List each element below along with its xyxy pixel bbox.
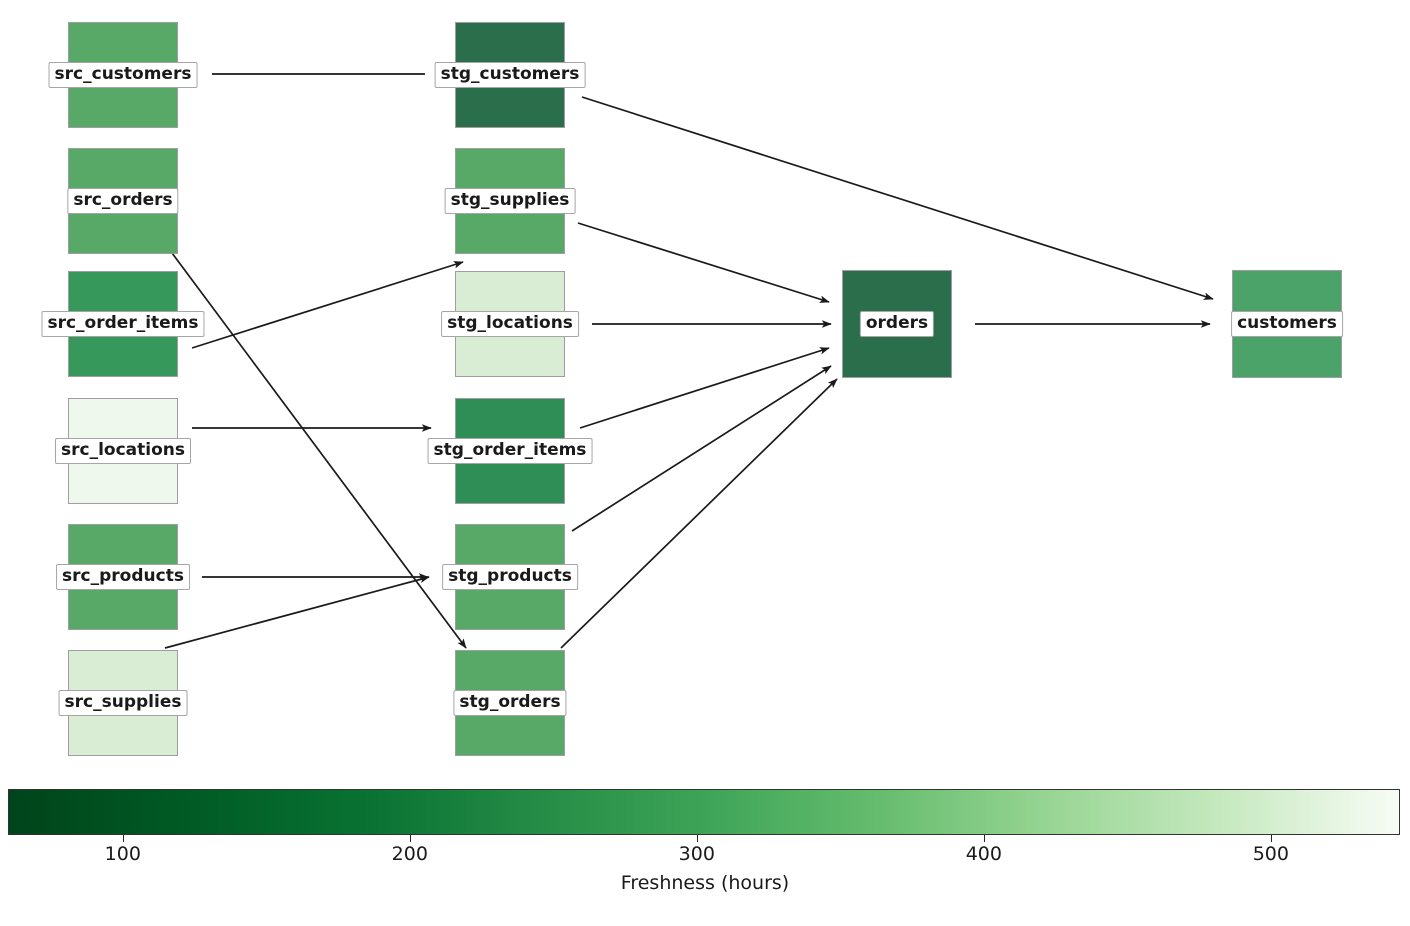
- node-label-src_supplies: src_supplies: [58, 689, 188, 717]
- node-label-orders: orders: [859, 310, 935, 338]
- node-label-stg_customers: stg_customers: [434, 61, 586, 89]
- edge-src_order_items-to-stg_locations: [191, 261, 464, 349]
- edge-src_orders-to-stg_orders: [171, 252, 467, 649]
- colorbar-tick-label-200: 200: [391, 843, 428, 865]
- edge-stg_supplies-to-orders: [577, 222, 830, 303]
- edge-stg_order_items-to-orders: [579, 347, 830, 429]
- colorbar-tick-500: [1270, 835, 1272, 842]
- colorbar-tick-100: [122, 835, 124, 842]
- node-label-src_orders: src_orders: [67, 187, 179, 215]
- colorbar-tick-400: [983, 835, 985, 842]
- colorbar-panel: 100 200 300 400 500 Freshness (hours): [0, 780, 1410, 926]
- node-label-src_products: src_products: [56, 563, 190, 591]
- edge-stg_orders-to-orders: [560, 378, 838, 649]
- edge-stg_products-to-orders: [571, 365, 832, 532]
- edges: [164, 73, 1214, 649]
- node-label-stg_order_items: stg_order_items: [427, 437, 593, 465]
- colorbar-tick-200: [409, 835, 411, 842]
- node-label-stg_supplies: stg_supplies: [444, 187, 576, 215]
- colorbar-tick-label-100: 100: [104, 843, 141, 865]
- colorbar-tick-label-500: 500: [1252, 843, 1289, 865]
- edge-src_supplies-to-stg_products: [164, 575, 430, 649]
- colorbar-axis-label: Freshness (hours): [620, 872, 790, 894]
- node-label-src_locations: src_locations: [55, 437, 191, 465]
- colorbar-gradient: [8, 789, 1400, 835]
- colorbar-tick-label-300: 300: [678, 843, 715, 865]
- node-label-src_customers: src_customers: [48, 61, 198, 89]
- edge-stg_customers-to-customers: [581, 96, 1214, 300]
- colorbar-tick-label-400: 400: [965, 843, 1002, 865]
- node-label-stg_products: stg_products: [442, 563, 578, 591]
- node-label-stg_orders: stg_orders: [453, 689, 567, 717]
- edge-layer: [164, 73, 1214, 649]
- node-label-stg_locations: stg_locations: [441, 310, 579, 338]
- colorbar-tick-300: [696, 835, 698, 842]
- node-label-customers: customers: [1231, 310, 1343, 338]
- node-label-src_order_items: src_order_items: [41, 310, 205, 338]
